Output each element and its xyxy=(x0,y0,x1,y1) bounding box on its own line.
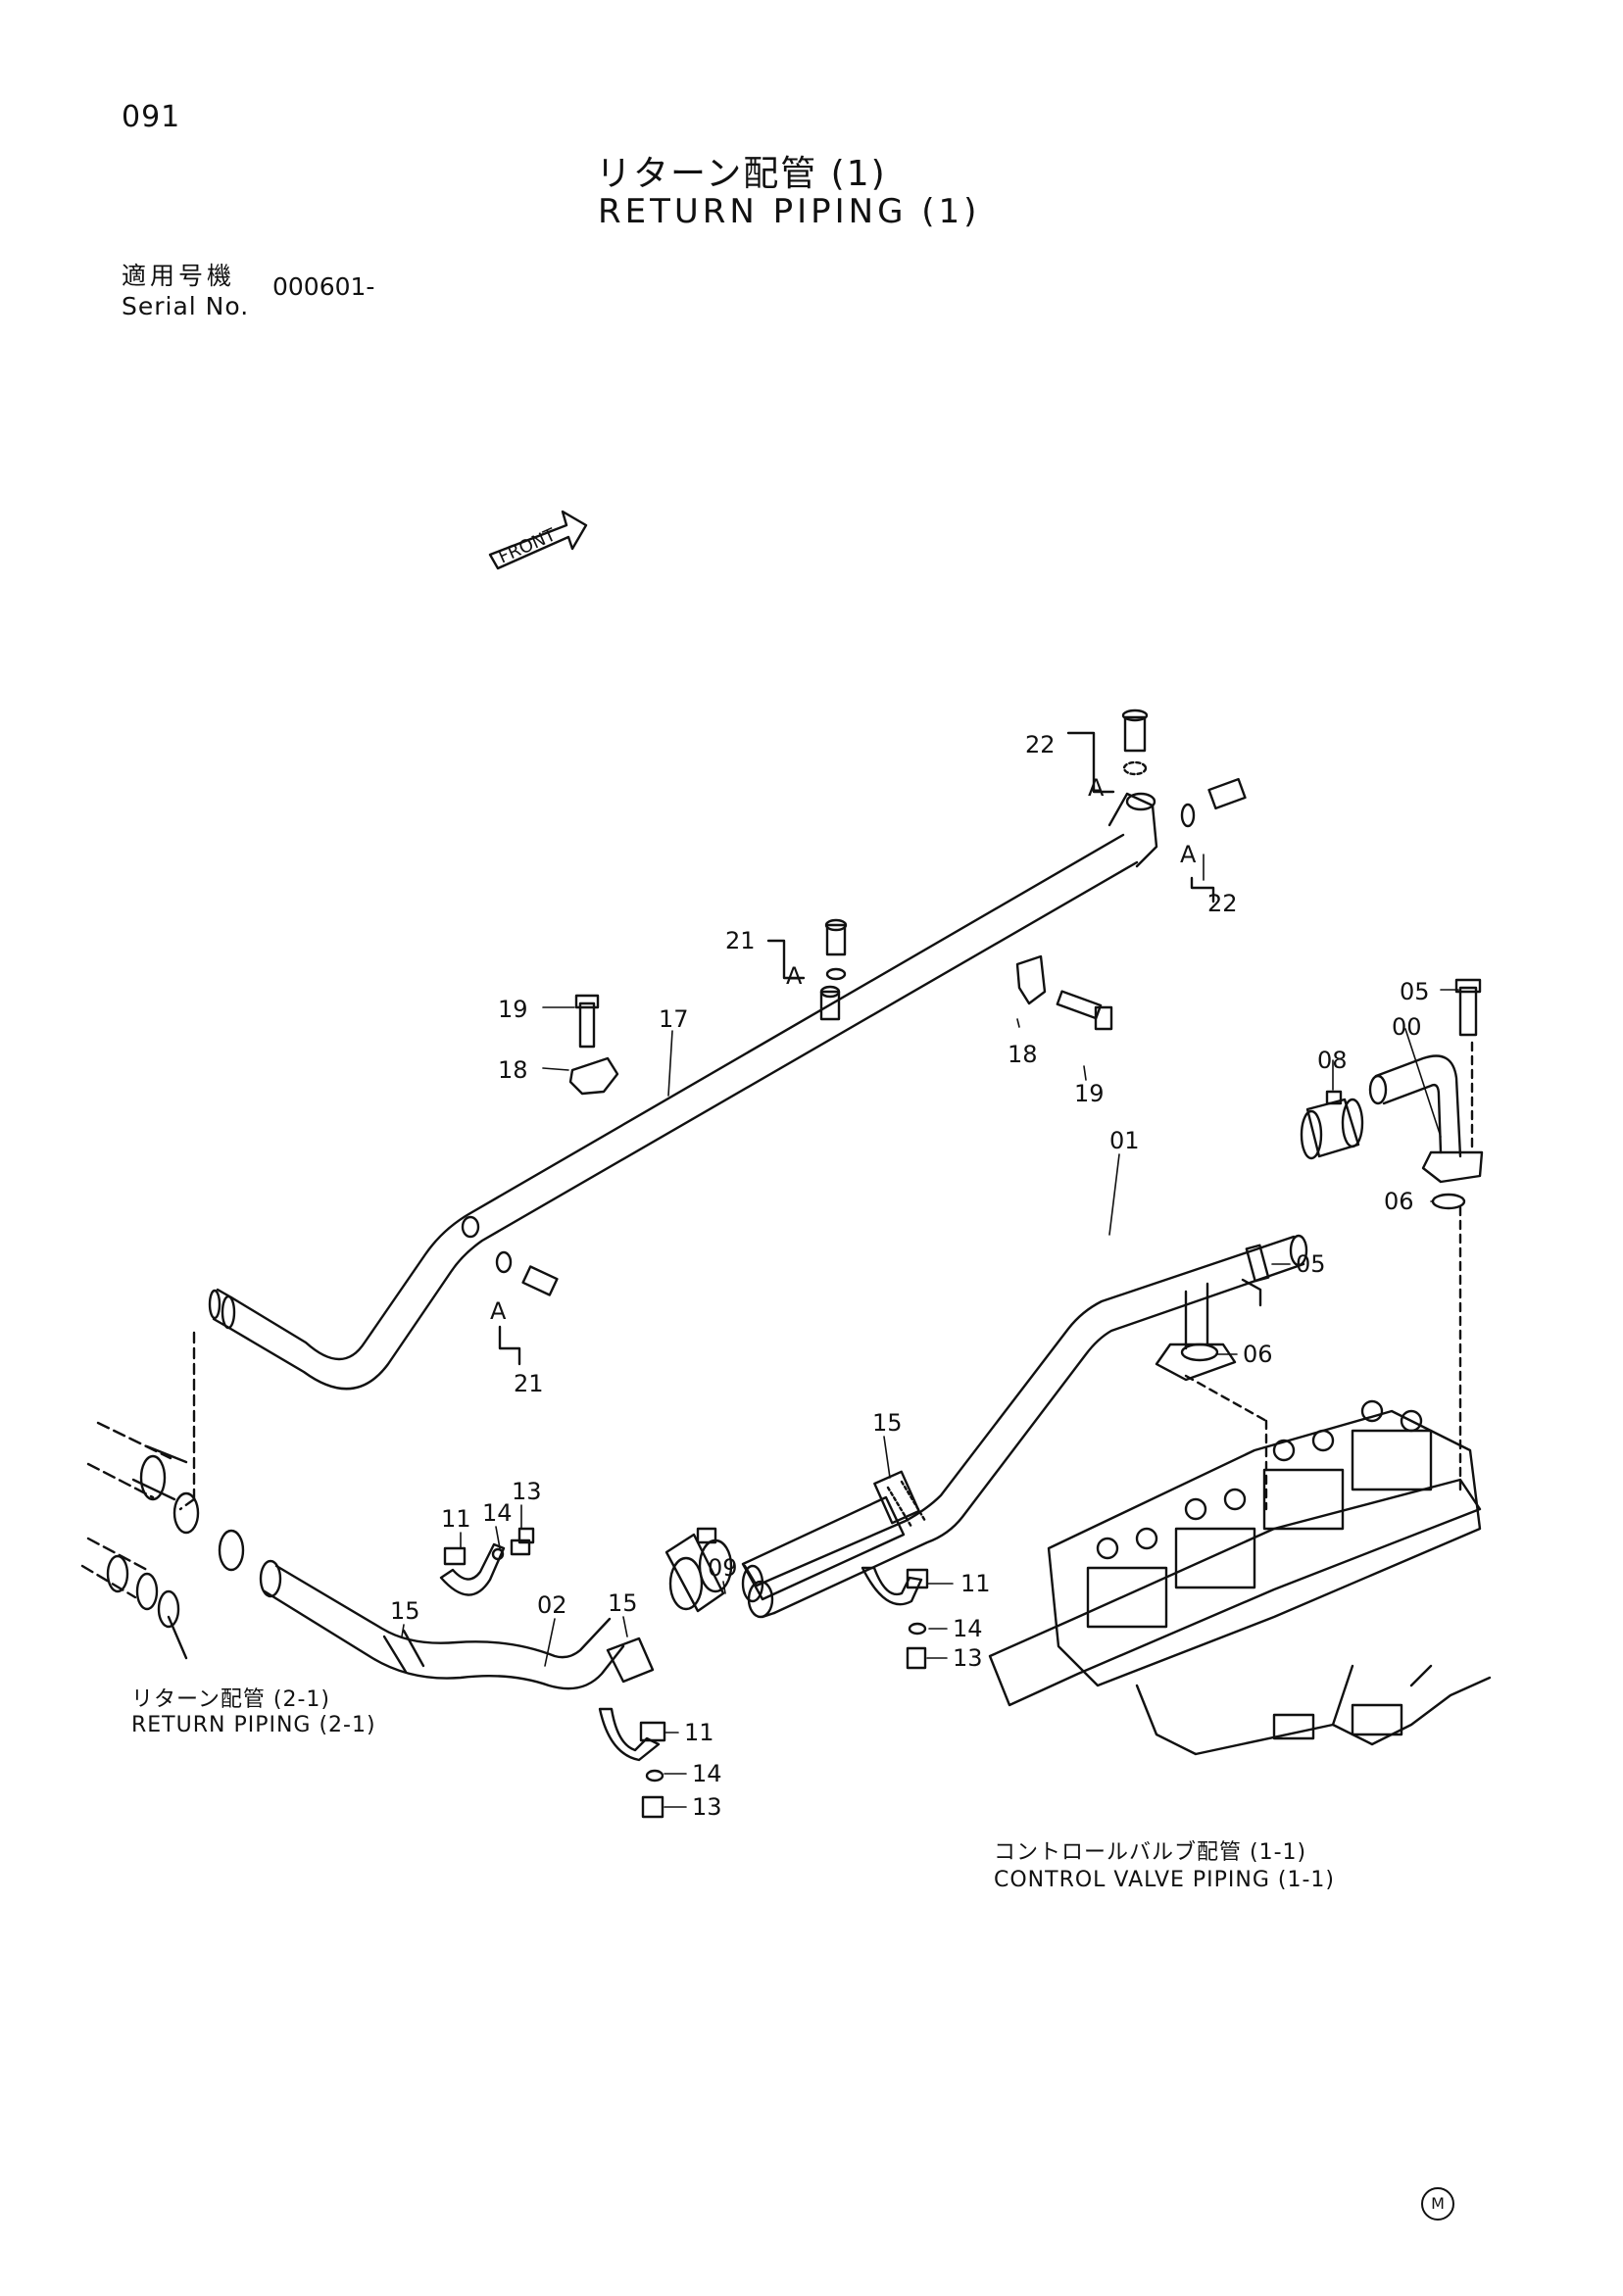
callout-22-right: 22 xyxy=(1207,890,1238,917)
control-valve-block xyxy=(988,1399,1492,1756)
callout-05-top: 05 xyxy=(1400,978,1430,1005)
callout-15-mid: 15 xyxy=(608,1589,638,1617)
callout-a-left: A xyxy=(490,1297,507,1325)
callout-14-upper: 14 xyxy=(482,1499,513,1527)
ref-return-piping-2-1-en: RETURN PIPING (2-1) xyxy=(131,1713,376,1737)
callout-09: 09 xyxy=(708,1554,738,1582)
coupling-08 xyxy=(1300,1090,1364,1160)
bolts-05-orings-06 xyxy=(1180,978,1482,1511)
callout-18-right: 18 xyxy=(1008,1041,1038,1068)
ref-control-valve-en: CONTROL VALVE PIPING (1-1) xyxy=(994,1868,1336,1892)
title-japanese: リターン配管 (1) xyxy=(596,154,887,194)
page-number: 091 xyxy=(122,100,181,134)
clamp-group-3 xyxy=(598,1707,666,1819)
callout-13-right: 13 xyxy=(953,1644,983,1672)
callout-14-right: 14 xyxy=(953,1615,983,1642)
callout-13-upper: 13 xyxy=(512,1478,542,1505)
callout-19-right: 19 xyxy=(1074,1080,1105,1107)
clamps-18 xyxy=(568,954,1113,1096)
callout-11-lower: 11 xyxy=(684,1719,714,1746)
pipe-17 xyxy=(208,792,1158,1391)
serial-number-value: 000601- xyxy=(272,272,375,301)
pipe-00-elbow xyxy=(1368,1054,1484,1184)
clamp-group-2 xyxy=(861,1566,929,1670)
callout-13-lower: 13 xyxy=(692,1793,722,1821)
leader-lines xyxy=(401,854,1459,1808)
front-arrow-label: FRONT xyxy=(495,524,560,568)
ref-return-piping-2-1-jp: リターン配管 (2-1) xyxy=(131,1687,330,1712)
callout-21-lower: 21 xyxy=(514,1370,544,1397)
return-piping-2-1-pipes xyxy=(80,1331,245,1660)
callout-06-top: 06 xyxy=(1384,1188,1414,1215)
callout-00: 00 xyxy=(1392,1013,1422,1041)
ref-control-valve-jp: コントロールバルブ配管 (1-1) xyxy=(994,1840,1307,1865)
callout-11-upper: 11 xyxy=(441,1505,471,1533)
callout-a-mid: A xyxy=(786,962,803,990)
callout-05-mid: 05 xyxy=(1296,1250,1326,1278)
fittings-upper xyxy=(495,708,1247,1366)
callout-a-top: A xyxy=(1088,774,1105,802)
callout-19-left: 19 xyxy=(498,996,528,1023)
callout-21-upper: 21 xyxy=(725,927,756,954)
callout-14-lower: 14 xyxy=(692,1760,722,1787)
callout-a-right: A xyxy=(1180,841,1197,868)
callout-06-mid: 06 xyxy=(1243,1341,1273,1368)
callout-15-right: 15 xyxy=(872,1409,903,1437)
pipe-02 xyxy=(259,1559,655,1690)
callout-01: 01 xyxy=(1109,1127,1140,1154)
manufacturer-mark: M xyxy=(1421,2187,1454,2221)
callout-02: 02 xyxy=(537,1591,567,1619)
callout-08: 08 xyxy=(1317,1047,1348,1074)
callout-22-top: 22 xyxy=(1025,731,1056,758)
title-english: RETURN PIPING (1) xyxy=(598,192,981,231)
serial-label-english: Serial No. xyxy=(122,292,250,320)
callout-18-left: 18 xyxy=(498,1056,528,1084)
hose-assembly xyxy=(664,1470,920,1619)
pipe-01 xyxy=(747,1234,1308,1619)
callout-numbers: 22 22 A A 21 A 19 18 17 18 19 05 00 08 0… xyxy=(390,731,1430,1821)
callout-15-left: 15 xyxy=(390,1597,420,1625)
serial-label-japanese: 適用号機 xyxy=(122,262,236,290)
clamp-group-1 xyxy=(439,1527,535,1596)
front-arrow: FRONT xyxy=(488,510,588,570)
callout-17: 17 xyxy=(659,1005,689,1033)
callout-11-right: 11 xyxy=(960,1570,991,1597)
